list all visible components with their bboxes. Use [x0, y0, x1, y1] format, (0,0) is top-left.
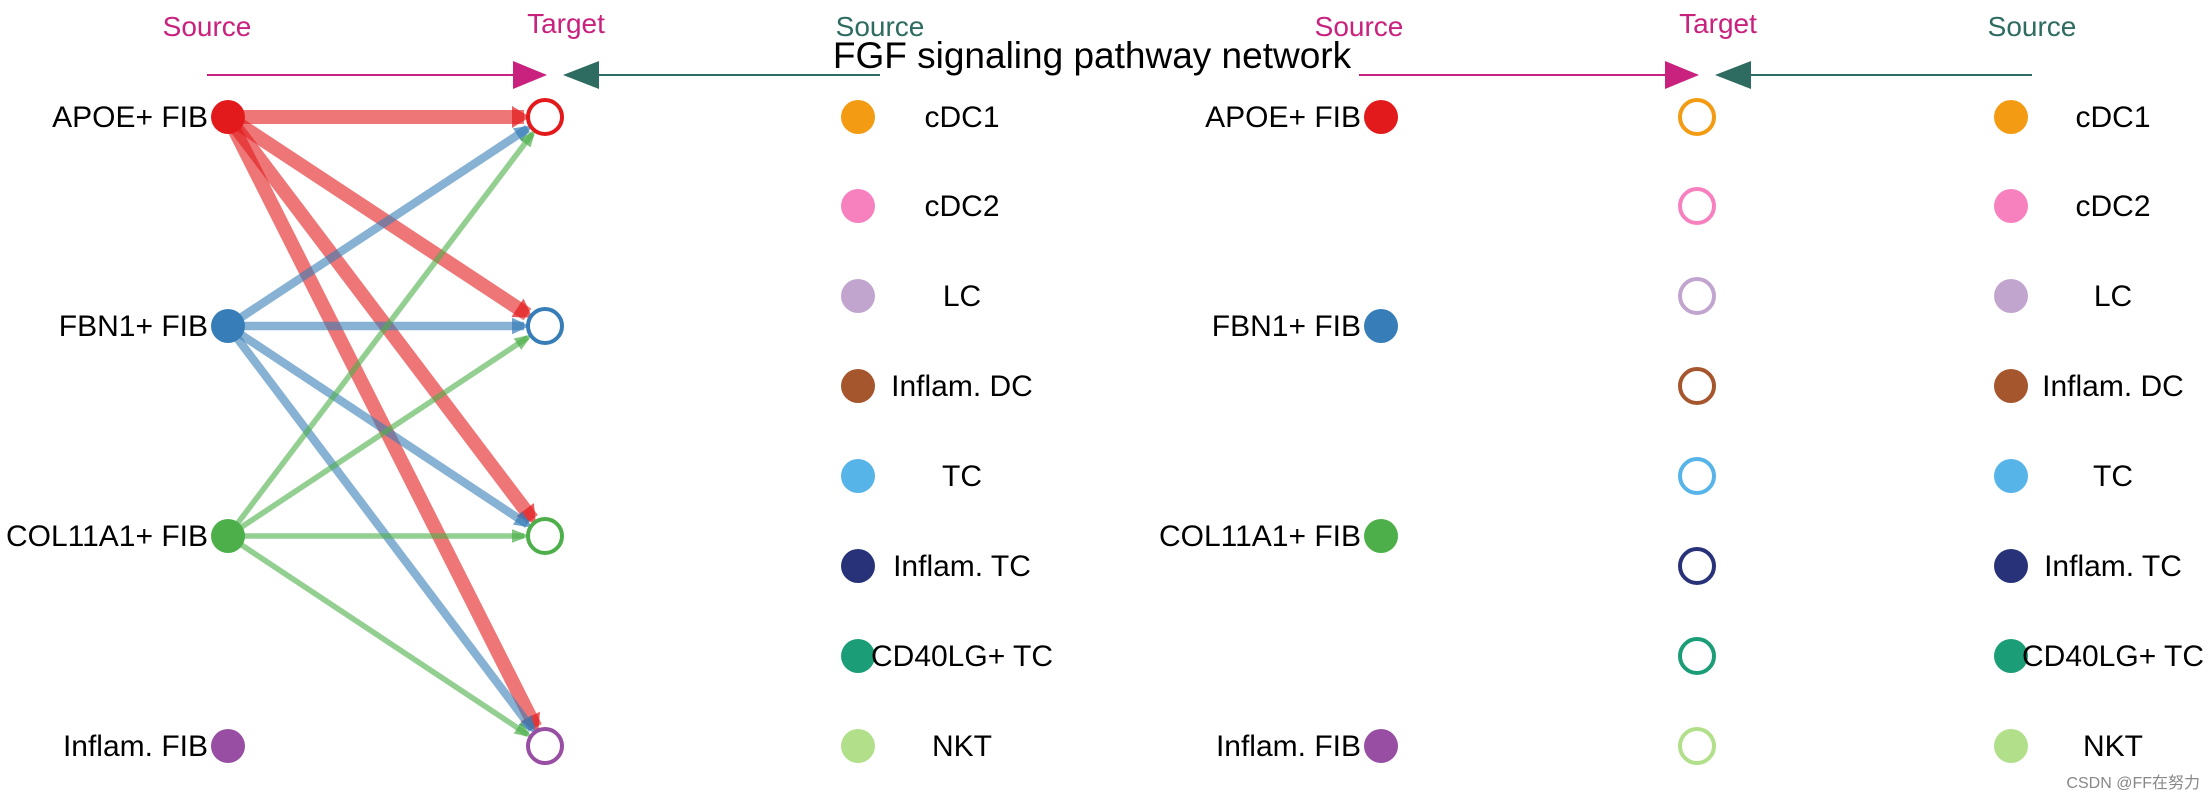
right-source-label: Inflam. DC [2042, 370, 2184, 403]
right-source-label: TC [2093, 460, 2133, 493]
source-node [211, 100, 245, 134]
target-node [1678, 637, 1716, 675]
edge-arrow-head [512, 510, 533, 528]
right-source-node [1994, 189, 2028, 223]
edge-line [226, 335, 530, 539]
right-source-node [841, 459, 875, 493]
edge-line [222, 112, 538, 524]
target-node [1678, 187, 1716, 225]
right-source-label: TC [942, 460, 982, 493]
header-source: Source [1315, 11, 1404, 42]
edge-line [225, 125, 530, 330]
right-source-label: LC [943, 280, 981, 313]
target-node [526, 517, 564, 555]
target-node [526, 307, 564, 345]
target-node [1678, 98, 1716, 136]
edge-arrow-head [512, 317, 530, 335]
right-source-node [841, 369, 875, 403]
right-source-label: cDC1 [924, 101, 999, 134]
source-node [1364, 309, 1398, 343]
header-target: Target [1679, 8, 1757, 39]
header-source-right: Source [1988, 11, 2077, 42]
right-source-node [1994, 279, 2028, 313]
right-source-label: CD40LG+ TC [2022, 640, 2204, 673]
right-source-node [1994, 639, 2028, 673]
source-node-label: FBN1+ FIB [1212, 310, 1361, 343]
target-node [526, 98, 564, 136]
edge-arrow-head [516, 503, 536, 525]
source-node-label: APOE+ FIB [1205, 101, 1361, 134]
right-source-label: Inflam. TC [2044, 550, 2182, 583]
right-source-label: Inflam. DC [891, 370, 1033, 403]
edge-arrow-head [513, 334, 533, 350]
right-source-label: Inflam. TC [893, 550, 1031, 583]
node-layer [211, 98, 2028, 765]
right-source-node [1994, 100, 2028, 134]
source-node-label: Inflam. FIB [1216, 730, 1361, 763]
right-source-node [1994, 729, 2028, 763]
source-node [1364, 519, 1398, 553]
edge-arrow-head [512, 125, 533, 143]
source-node [211, 729, 245, 763]
target-arrow-head [1715, 61, 1751, 89]
edge-arrow-head [518, 714, 536, 735]
right-source-label: cDC2 [924, 190, 999, 223]
right-source-label: NKT [2083, 730, 2143, 763]
header-source-right: Source [836, 11, 925, 42]
edge-line [224, 323, 536, 732]
header-target: Target [527, 8, 605, 39]
target-node [526, 727, 564, 765]
right-source-node [841, 189, 875, 223]
right-source-label: CD40LG+ TC [871, 640, 1053, 673]
source-arrow-head [513, 61, 547, 89]
target-node [1678, 457, 1716, 495]
source-node-label: APOE+ FIB [52, 101, 208, 134]
source-node [1364, 729, 1398, 763]
edge-layer [207, 61, 2032, 738]
right-source-node [841, 100, 875, 134]
source-node-label: COL11A1+ FIB [1159, 520, 1361, 553]
edge-line [224, 111, 532, 321]
target-arrow-head [563, 61, 599, 89]
target-node [1678, 277, 1716, 315]
right-source-node [1994, 549, 2028, 583]
figure-title: FGF signaling pathway network [833, 35, 1352, 76]
source-node [1364, 100, 1398, 134]
right-source-node [841, 549, 875, 583]
edge-line [221, 113, 542, 731]
right-source-node [841, 729, 875, 763]
header-source: Source [163, 11, 252, 42]
edge-arrow-head [512, 106, 530, 128]
edge-arrow-head [519, 128, 536, 148]
right-source-label: LC [2094, 280, 2132, 313]
right-source-label: NKT [932, 730, 992, 763]
edge-arrow-head [511, 298, 533, 318]
watermark-text: CSDN @FF在努力 [2066, 774, 2200, 792]
target-node [1678, 547, 1716, 585]
edge-line [225, 322, 530, 528]
source-node [211, 309, 245, 343]
target-node [1678, 727, 1716, 765]
right-source-node [1994, 459, 2028, 493]
edge-arrow-head [512, 529, 530, 543]
edge-line [225, 132, 535, 538]
source-node-label: Inflam. FIB [63, 730, 208, 763]
edge-arrow-head [513, 722, 533, 738]
edge-line [226, 533, 530, 737]
right-source-label: cDC1 [2075, 101, 2150, 134]
right-source-label: cDC2 [2075, 190, 2150, 223]
source-arrow-head [1665, 61, 1699, 89]
target-node [1678, 367, 1716, 405]
source-node [211, 519, 245, 553]
right-source-node [841, 279, 875, 313]
source-node-label: COL11A1+ FIB [6, 520, 208, 553]
right-source-node [841, 639, 875, 673]
source-node-label: FBN1+ FIB [59, 310, 208, 343]
right-source-node [1994, 369, 2028, 403]
